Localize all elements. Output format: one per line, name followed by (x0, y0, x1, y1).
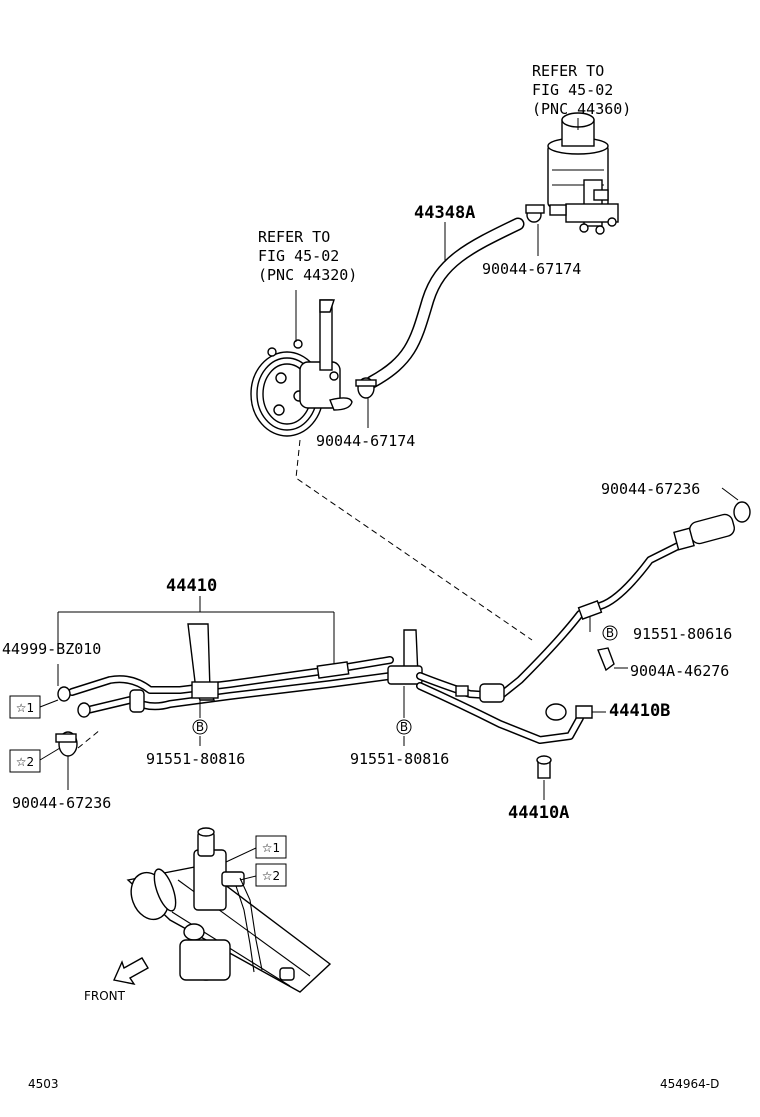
reservoir-reference: REFER TO FIG 45-02 (PNC 44360) (532, 62, 631, 118)
reservoir-tank (547, 112, 619, 235)
front-arrow-icon (113, 957, 149, 986)
pressure-tube-assy (57, 501, 751, 779)
marker-b-left: B (196, 720, 204, 734)
leader-lines (39, 118, 739, 800)
part-label-44410: 44410 (166, 576, 217, 596)
part-label-44410a: 44410A (508, 803, 569, 823)
star-box-2-inset: ☆2 (255, 863, 287, 887)
part-label-bolt-right: 91551-80616 (633, 625, 732, 643)
pump-ref-line2: FIG 45-02 (258, 247, 339, 265)
front-label: FRONT (84, 989, 126, 1003)
steering-gear-inset (126, 827, 332, 993)
star2-left-text: ☆2 (16, 755, 34, 769)
pump-ref-line1: REFER TO (258, 228, 330, 246)
marker-b-right: B (606, 626, 614, 640)
part-label-clamp-pump: 90044-67174 (316, 432, 415, 450)
return-hose (355, 204, 545, 399)
part-label-clamp-left: 90044-67236 (12, 794, 111, 812)
part-label-44410b: 44410B (609, 701, 670, 721)
part-label-clamp-right: 90044-67236 (601, 480, 700, 498)
star2-inset-text: ☆2 (262, 869, 280, 883)
bolt-markers: B B B (192, 625, 618, 735)
figure-code: 4503 (28, 1077, 59, 1091)
marker-b-mid: B (400, 720, 408, 734)
part-label-bolt-mid: 91551-80816 (350, 750, 449, 768)
star-box-2-left: ☆2 (9, 749, 41, 773)
power-steering-pump (250, 299, 353, 437)
reservoir-ref-line2: FIG 45-02 (532, 81, 613, 99)
star1-inset-text: ☆1 (262, 841, 280, 855)
left-clamp (55, 731, 78, 757)
part-label-clip-right: 9004A-46276 (630, 662, 729, 680)
part-label-clamp-upper: 90044-67174 (482, 260, 581, 278)
part-label-44348a: 44348A (414, 203, 475, 223)
pump-ref-line3: (PNC 44320) (258, 266, 357, 284)
part-label-bolt-left: 91551-80816 (146, 750, 245, 768)
reservoir-ref-line3: (PNC 44360) (532, 100, 631, 118)
star-box-1-inset: ☆1 (255, 835, 287, 859)
drawing-number: 454964-D (660, 1077, 719, 1091)
part-label-union: 44999-BZ010 (2, 640, 101, 658)
pump-reference: REFER TO FIG 45-02 (PNC 44320) (258, 228, 357, 284)
star-box-1-left: ☆1 (9, 695, 41, 719)
star1-left-text: ☆1 (16, 701, 34, 715)
reservoir-ref-line1: REFER TO (532, 62, 604, 80)
